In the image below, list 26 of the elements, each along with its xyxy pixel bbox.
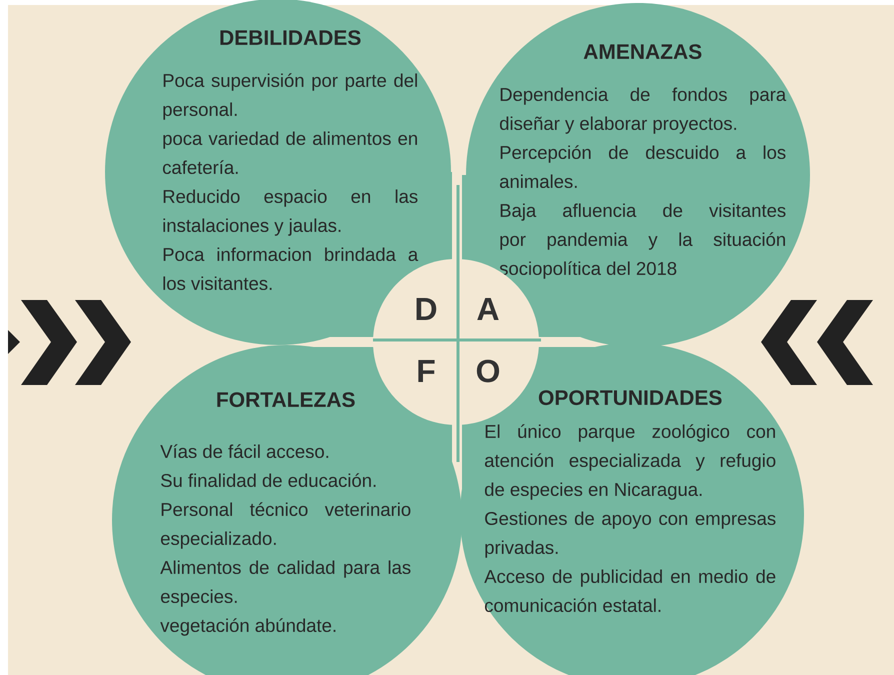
item-text: Reducido espacio en las instalaciones y jaulas. <box>163 189 418 236</box>
item-text: Baja afluencia de visitantes por pandemia y la situación sociopolítica del 2018 <box>500 203 786 279</box>
item-text: Acceso de publicidad en medio de comunicación estatal. <box>484 569 776 612</box>
item-text: Poca supervisión por parte del personal. <box>163 73 417 120</box>
item-text: Su finalidad de educación. <box>161 473 376 488</box>
item-text: Percepción de descuido a los animales. <box>500 145 786 188</box>
item-text: El único parque zoológico con atención especializada y refugio de especies en Nicaragua. <box>485 424 776 500</box>
heading: FORTALEZAS <box>217 392 355 408</box>
item-text: Personal técnico veterinario especializado. <box>160 502 410 549</box>
item-text: Dependencia de fondos para diseñar y elaborar proyectos. <box>500 87 786 134</box>
item-text: vegetación abúndate. <box>160 618 336 636</box>
petal <box>462 3 810 347</box>
item-text: Gestiones de apoyo con empresas privadas. <box>485 511 776 558</box>
item-text: Vías de fácil acceso. <box>160 444 328 458</box>
letter: O <box>476 360 500 382</box>
petal <box>460 343 804 675</box>
letter: F <box>418 360 435 382</box>
item-text: Poca informacion brindada a los visitantes. <box>163 247 418 290</box>
heading: AMENAZAS <box>584 44 702 60</box>
item-text: poca variedad de alimentos en cafetería. <box>162 131 417 174</box>
petal <box>105 0 452 345</box>
heading: DEBILIDADES <box>220 30 361 46</box>
heading: OPORTUNIDADES <box>538 390 722 406</box>
letter: A <box>477 298 499 320</box>
item-text: Alimentos de calidad para las especies. <box>160 560 410 607</box>
letter: D <box>416 298 436 320</box>
